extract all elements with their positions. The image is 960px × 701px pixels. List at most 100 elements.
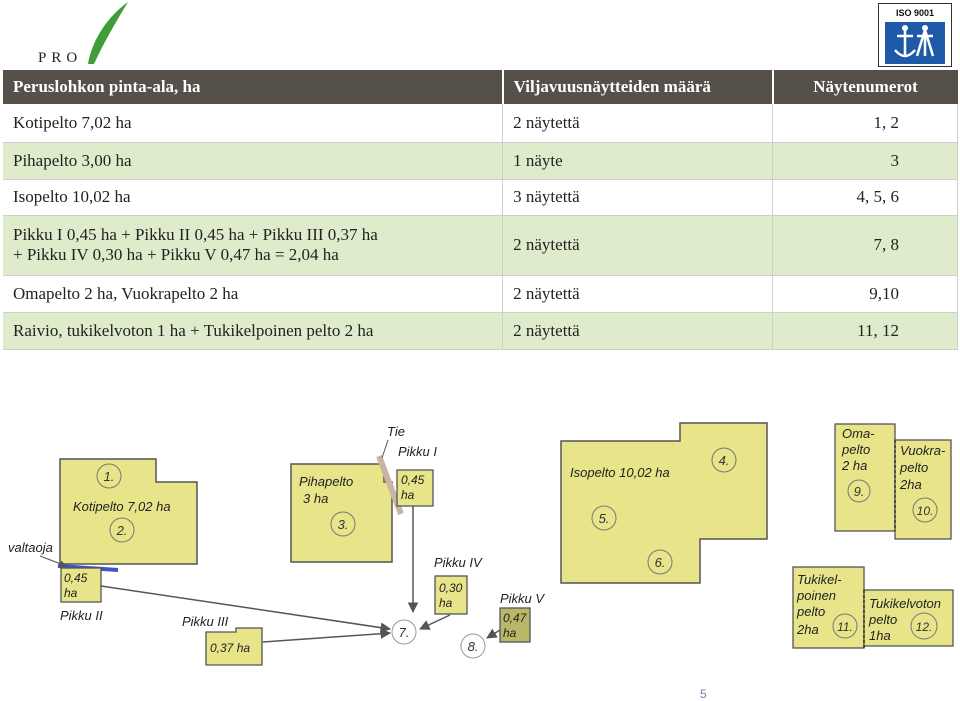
field-label: pelto — [899, 460, 928, 475]
sample-marker — [109, 517, 135, 543]
sample-marker — [96, 463, 122, 489]
page-number: 5 — [700, 687, 707, 701]
sample-marker — [847, 479, 871, 503]
field-isopelto — [560, 422, 768, 584]
cell-samples: 2 näytettä — [502, 312, 774, 350]
iso-label: ISO 9001 — [895, 8, 935, 18]
cell-numbers: 4, 5, 6 — [772, 179, 958, 216]
anchor-icon — [894, 25, 935, 58]
sample-marker — [647, 549, 673, 575]
cell-samples: 2 näytettä — [502, 215, 774, 276]
sample-marker — [330, 511, 356, 537]
cell-area: Raivio, tukikelvoton 1 ha + Tukikelpoine… — [3, 312, 504, 350]
sample-marker — [912, 497, 938, 523]
field-area-label: ha — [439, 596, 453, 610]
field-label: 3 ha — [303, 491, 328, 506]
table-header-row: Peruslohkon pinta-ala, ha Viljavuusnäytt… — [3, 70, 958, 104]
sample-marker — [832, 613, 858, 639]
sample-marker-label: 7. — [399, 625, 410, 640]
cell-samples: 1 näyte — [502, 142, 774, 180]
cell-numbers: 9,10 — [772, 275, 958, 313]
cell-area-line: Pikku I 0,45 ha + Pikku II 0,45 ha + Pik… — [13, 225, 378, 244]
sample-marker-label: 4. — [719, 453, 730, 468]
field-area-label: 0,45 — [401, 473, 425, 487]
logo-text: PRO — [38, 50, 83, 66]
sample-marker — [460, 633, 486, 659]
field-area-label: ha — [401, 488, 415, 502]
ditch-label: valtaoja — [8, 540, 53, 555]
field-pikku-4 — [434, 575, 468, 615]
sample-marker — [711, 447, 737, 473]
table-row: Omapelto 2 ha, Vuokrapelto 2 ha 2 näytet… — [3, 275, 958, 313]
leaf-icon — [88, 2, 128, 64]
field-label: 2ha — [796, 622, 819, 637]
field-label: Pikku V — [500, 591, 545, 606]
field-label: Pikku II — [60, 608, 103, 623]
sample-marker — [910, 612, 938, 640]
field-label: Kotipelto 7,02 ha — [73, 499, 171, 514]
field-label: pelto — [796, 604, 825, 619]
field-area-label: 0,47 — [503, 611, 528, 625]
sample-marker-label: 6. — [655, 555, 666, 570]
cell-samples: 3 näytettä — [502, 179, 774, 216]
field-pikku-2 — [60, 567, 102, 603]
sample-marker-label: 1. — [104, 469, 115, 484]
field-label: Pihapelto — [299, 474, 353, 489]
sample-marker-label: 8. — [468, 639, 479, 654]
cell-numbers: 11, 12 — [772, 312, 958, 350]
field-tukikelpoinen — [792, 566, 865, 649]
field-pikku-5 — [499, 607, 531, 643]
sample-marker-label: 2. — [116, 523, 128, 538]
road-pointer — [381, 439, 389, 459]
field-area-label: 0,37 ha — [210, 641, 250, 655]
sampling-table: Peruslohkon pinta-ala, ha Viljavuusnäytt… — [3, 70, 958, 350]
sample-marker — [591, 505, 617, 531]
field-label: Pikku I — [398, 444, 437, 459]
field-label: pelto — [841, 442, 870, 457]
field-vuokrapelto — [894, 439, 952, 540]
field-area-label: ha — [503, 626, 517, 640]
cell-numbers: 1, 2 — [772, 104, 958, 143]
arrow-pikku2-to-7 — [100, 585, 392, 633]
header-area: Peruslohkon pinta-ala, ha — [3, 70, 504, 104]
sample-marker-label: 12. — [916, 620, 933, 634]
field-label: Oma- — [842, 426, 875, 441]
field-label: Vuokra- — [900, 443, 946, 458]
sample-marker-label: 3. — [338, 517, 349, 532]
sample-marker — [391, 619, 417, 645]
road-label: Tie — [387, 424, 405, 439]
field-tukikelvoton — [863, 589, 954, 647]
field-label: Pikku III — [182, 614, 229, 629]
field-pikku-1 — [396, 469, 434, 507]
field-label: pelto — [868, 612, 897, 627]
table-row: Isopelto 10,02 ha 3 näytettä 4, 5, 6 — [3, 179, 958, 216]
field-label: 2ha — [899, 477, 922, 492]
cell-numbers: 3 — [772, 142, 958, 180]
cell-area-line: + Pikku IV 0,30 ha + Pikku V 0,47 ha = 2… — [13, 245, 339, 264]
field-label: 2 ha — [841, 458, 867, 473]
sample-marker-label: 9. — [854, 484, 865, 499]
company-logo — [88, 2, 128, 64]
table-row: Pihapelto 3,00 ha 1 näyte 3 — [3, 142, 958, 180]
field-label: poinen — [796, 588, 836, 603]
cell-samples: 2 näytettä — [502, 104, 774, 143]
field-label: 1ha — [869, 628, 891, 643]
arrow-pikku4-to-7 — [419, 614, 451, 630]
sample-marker-label: 11. — [837, 620, 853, 634]
table-row: Pikku I 0,45 ha + Pikku II 0,45 ha + Pik… — [3, 215, 958, 276]
cell-area: Pihapelto 3,00 ha — [3, 142, 504, 180]
header-samples: Viljavuusnäytteiden määrä — [502, 70, 774, 104]
field-label: Isopelto 10,02 ha — [570, 465, 670, 480]
field-omapelto — [834, 423, 896, 532]
cell-samples: 2 näytettä — [502, 275, 774, 313]
field-label: Tukikelvoton — [869, 596, 941, 611]
ditch-pointer — [39, 555, 67, 568]
field-area-label: 0,45 — [64, 571, 88, 585]
header-numbers: Näytenumerot — [772, 70, 958, 104]
cell-area: Kotipelto 7,02 ha — [3, 104, 504, 143]
arrow-pikku5-to-8 — [486, 628, 501, 639]
cell-area: Isopelto 10,02 ha — [3, 179, 504, 216]
field-label: Pikku IV — [434, 555, 483, 570]
sample-marker-label: 10. — [917, 504, 934, 518]
field-area-label: 0,30 — [439, 581, 463, 595]
